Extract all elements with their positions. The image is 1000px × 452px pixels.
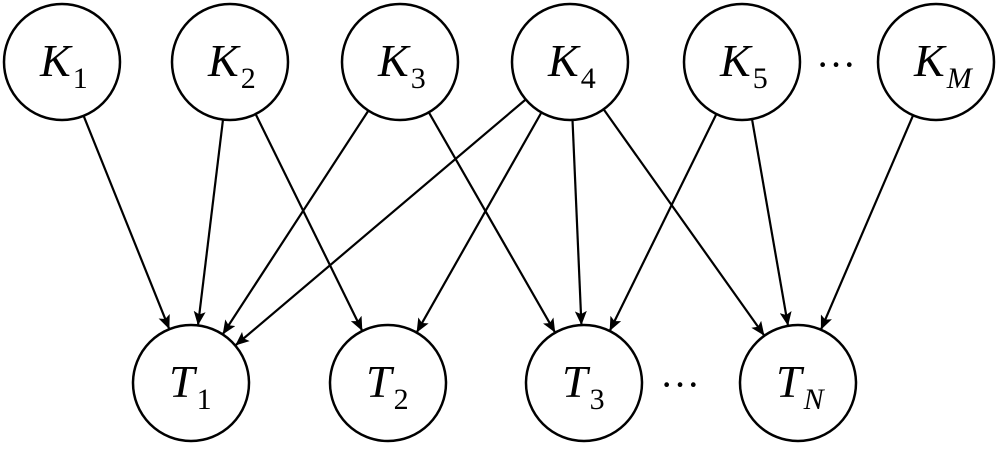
edge-k4-to-t1 [235,98,527,346]
node-letter: K [547,35,581,86]
edge-k3-to-t1 [222,109,370,335]
edge-k1-to-t1 [82,115,171,330]
node-label: K4 [547,35,596,95]
node-label: KM [913,35,974,95]
node-subscript: 3 [590,383,605,416]
node-label: K3 [377,35,426,95]
node-label: TN [776,356,826,416]
edge-k4-to-tn [602,108,765,336]
node-letter: T [562,356,591,407]
node-circle [170,2,290,122]
node-letter: T [169,356,198,407]
node-subscript: M [946,62,974,95]
node-subscript: 2 [394,383,409,416]
node-letter: T [776,356,805,407]
top-ellipsis: ··· [816,42,856,87]
node-circle [340,2,460,122]
node-circle [738,323,858,443]
edge-k2-to-t2 [254,113,363,331]
node-k2: K2 [170,2,290,122]
node-label: K5 [719,35,768,95]
node-tn: TN [738,323,858,443]
node-letter: K [377,35,411,86]
node-label: K1 [39,35,88,95]
node-letter: K [207,35,241,86]
node-letter: T [366,356,395,407]
node-subscript: 4 [581,62,596,95]
node-subscript: 5 [753,62,768,95]
node-km: KM [876,2,996,122]
node-t2: T2 [328,323,448,443]
edge-k5-to-tn [750,118,792,326]
node-letter: K [913,35,947,86]
node-k5: K5 [682,2,802,122]
node-k4: K4 [510,2,630,122]
node-letter: K [39,35,73,86]
node-k1: K1 [2,2,122,122]
node-subscript: 1 [197,383,212,416]
edge-k2-to-t1 [193,119,225,326]
edge-k5-to-t3 [609,113,718,331]
node-subscript: 1 [73,62,88,95]
node-subscript: N [803,383,826,416]
node-subscript: 2 [241,62,256,95]
node-t1: T1 [131,323,251,443]
edge-k4-to-t2 [416,111,543,333]
node-circle [131,323,251,443]
bottom-ellipsis: ··· [660,362,700,407]
node-label: T1 [169,356,212,416]
node-t3: T3 [524,323,644,443]
node-circle [524,323,644,443]
node-label: T2 [366,356,409,416]
node-circle [2,2,122,122]
node-circle [328,323,448,443]
node-circle [876,2,996,122]
node-letter: K [719,35,753,86]
edge-k3-to-t3 [427,111,556,333]
edge-km-to-tn [820,114,915,330]
node-circle [682,2,802,122]
node-label: K2 [207,35,256,95]
edges-layer [82,98,915,346]
node-circle [510,2,630,122]
edge-k4-to-t3 [571,119,587,326]
node-subscript: 3 [411,62,426,95]
node-k3: K3 [340,2,460,122]
node-label: T3 [562,356,605,416]
